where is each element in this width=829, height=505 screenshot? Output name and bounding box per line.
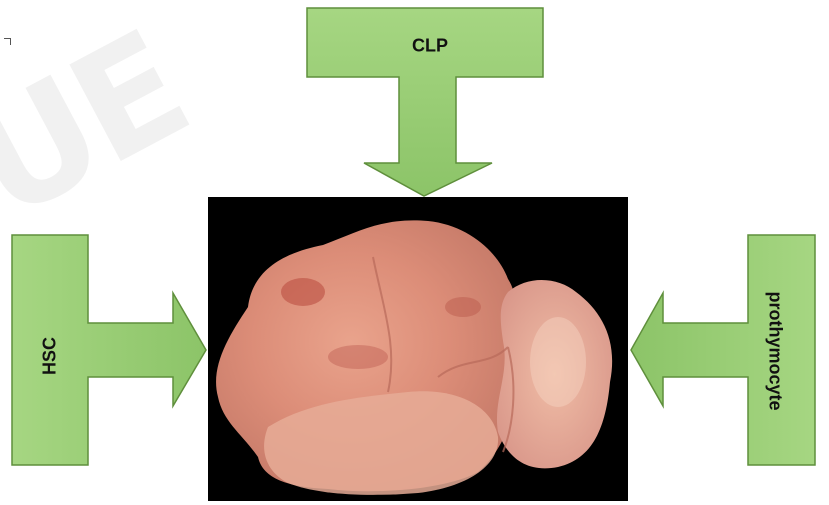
hemorrhage-spot	[328, 345, 388, 369]
thymus-photo	[208, 197, 628, 501]
prothymocyte-label: prothymocyte	[765, 291, 786, 410]
clp-label: CLP	[412, 36, 448, 57]
hsc-label: HSC	[40, 337, 61, 375]
hemorrhage-spot	[445, 297, 481, 317]
thymus-image	[208, 197, 628, 501]
hemorrhage-spot	[281, 278, 325, 306]
highlight	[530, 317, 586, 407]
prothymocyte-arrow	[631, 235, 815, 465]
